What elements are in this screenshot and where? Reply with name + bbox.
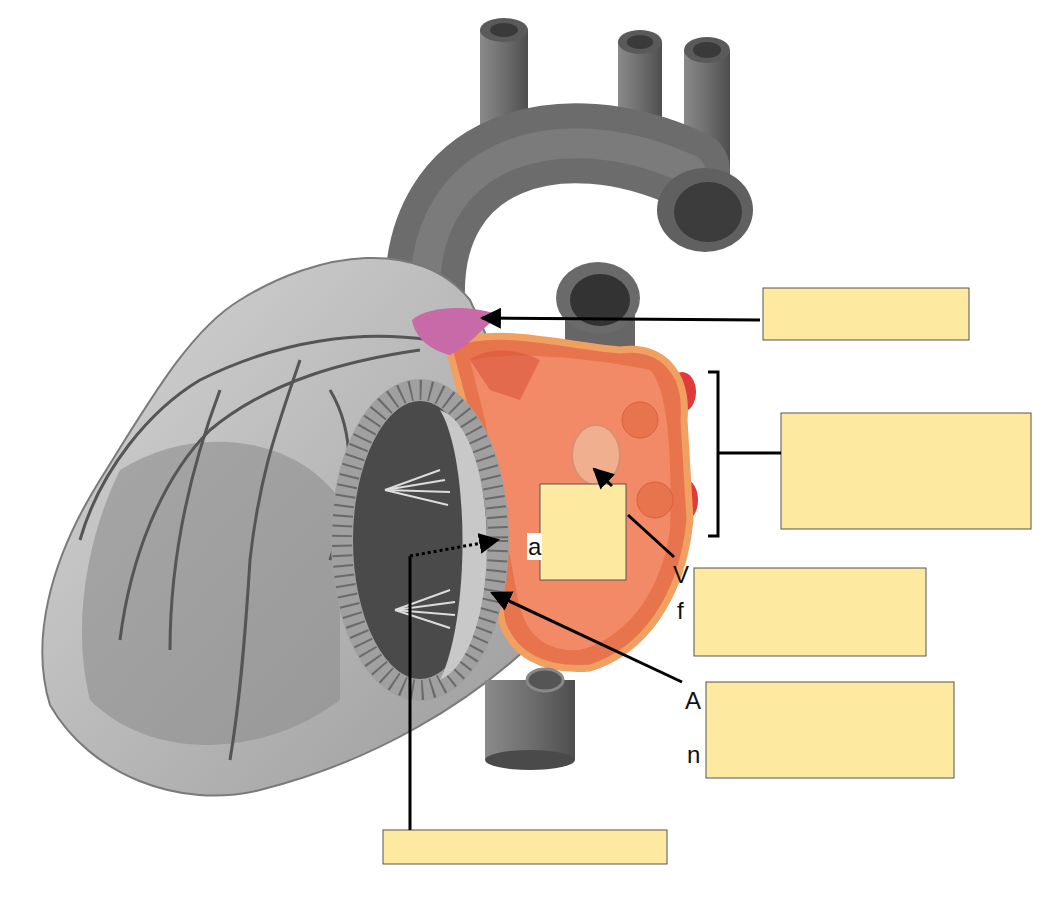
part-label-fragment: A <box>684 688 702 714</box>
fossa-ovalis <box>572 425 620 485</box>
part-label-fragment: V <box>672 562 690 588</box>
left-auricle <box>412 308 500 355</box>
label-text: f <box>676 597 685 624</box>
part-label-fragment: n <box>686 742 701 768</box>
label-text: a <box>527 533 542 560</box>
mitral-opening <box>342 390 498 690</box>
label-text: n <box>686 741 701 768</box>
label-text: A <box>684 687 702 714</box>
blank-label-box <box>383 288 1031 864</box>
label-text: V <box>672 561 690 588</box>
part-label-fragment: f <box>676 598 685 624</box>
part-label-fragment: a <box>527 534 542 560</box>
heart-body <box>42 258 525 796</box>
leader-lines <box>410 318 781 830</box>
